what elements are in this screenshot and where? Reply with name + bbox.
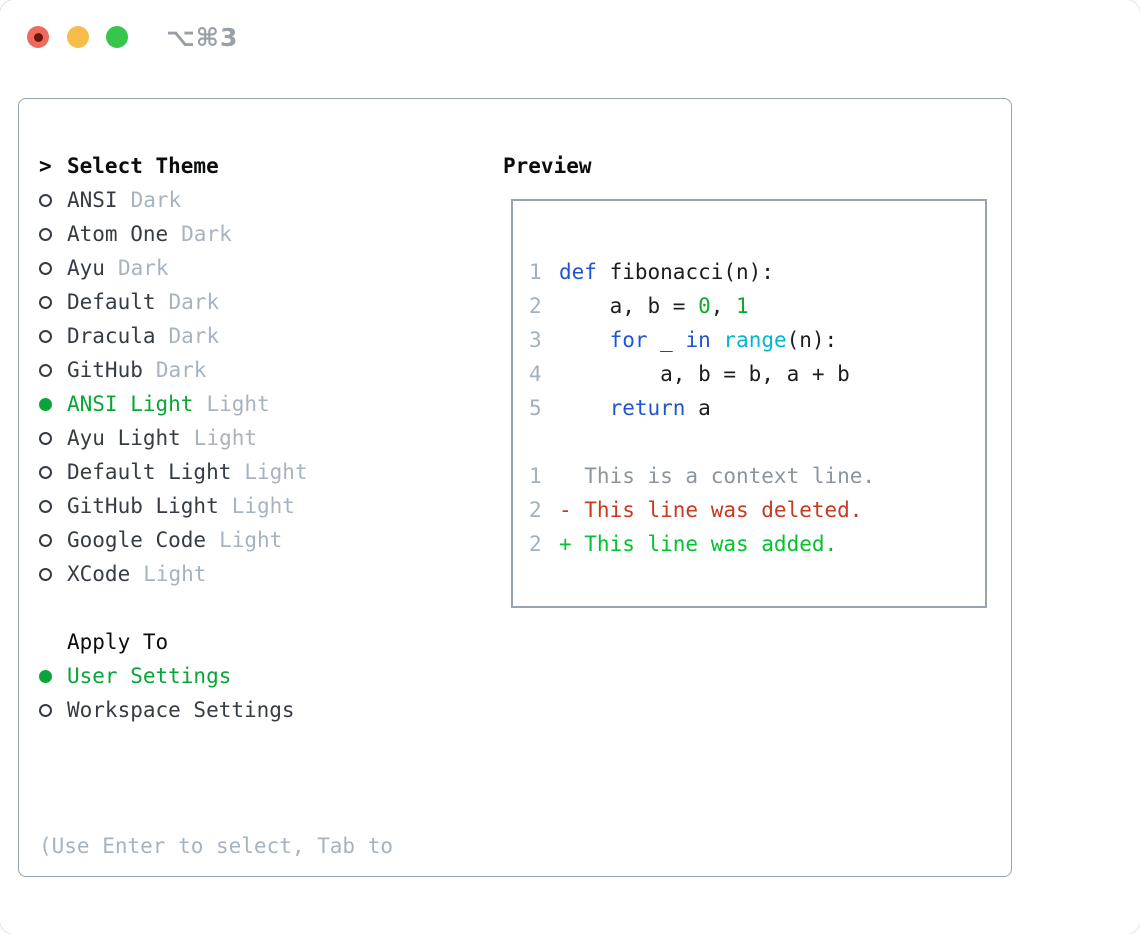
theme-variant-tag: Dark <box>130 188 182 212</box>
window-title: ⌥⌘3 <box>166 23 239 52</box>
radio-icon <box>39 227 67 241</box>
theme-item-default[interactable]: Default Dark <box>39 285 393 319</box>
apply-option-workspace-settings[interactable]: Workspace Settings <box>39 693 393 727</box>
theme-name: GitHub Light <box>67 494 219 518</box>
radio-icon <box>39 295 67 309</box>
radio-icon <box>39 261 67 275</box>
theme-variant-tag: Light <box>143 562 207 586</box>
radio-icon <box>39 669 67 683</box>
theme-name: ANSI Light <box>67 392 194 416</box>
theme-variant-tag: Light <box>206 392 270 416</box>
theme-variant-tag: Light <box>219 528 283 552</box>
minimize-button[interactable] <box>67 26 89 48</box>
apply-option-user-settings[interactable]: User Settings <box>39 659 393 693</box>
theme-item-atom-one[interactable]: Atom One Dark <box>39 217 393 251</box>
line-number: 3 <box>529 328 542 352</box>
theme-name: Ayu Light <box>67 426 181 450</box>
theme-name: Atom One <box>67 222 169 246</box>
theme-item-ayu[interactable]: Ayu Dark <box>39 251 393 285</box>
preview-line: 5 return a <box>529 391 985 425</box>
theme-variant-tag: Light <box>244 460 308 484</box>
line-number <box>529 425 559 459</box>
preview-title: Preview <box>503 154 592 178</box>
line-number: 4 <box>529 362 542 386</box>
help-text-line-1: (Use Enter to select, Tab to <box>39 834 394 858</box>
selection-prompt-icon: > <box>39 154 52 178</box>
radio-icon <box>39 703 67 717</box>
spacer <box>39 591 393 625</box>
theme-item-github-light[interactable]: GitHub Light Light <box>39 489 393 523</box>
theme-item-dracula[interactable]: Dracula Dark <box>39 319 393 353</box>
theme-name: Ayu <box>67 256 105 280</box>
radio-icon <box>39 567 67 581</box>
theme-item-xcode[interactable]: XCode Light <box>39 557 393 591</box>
apply-option-label: Workspace Settings <box>67 698 295 722</box>
theme-name: Default <box>67 290 156 314</box>
line-number: 2 <box>529 532 542 556</box>
theme-variant-tag: Dark <box>181 222 232 246</box>
line-number: 1 <box>529 260 542 284</box>
close-button[interactable] <box>27 26 49 48</box>
line-number: 1 <box>529 464 542 488</box>
radio-icon <box>39 329 67 343</box>
zoom-button[interactable] <box>106 26 128 48</box>
theme-variant-tag: Light <box>231 494 295 518</box>
theme-item-default-light[interactable]: Default Light Light <box>39 455 393 489</box>
preview-line: 2- This line was deleted. <box>529 493 985 527</box>
theme-name: GitHub <box>67 358 143 382</box>
theme-variant-tag: Dark <box>168 324 220 348</box>
radio-icon <box>39 363 67 377</box>
unsaved-dot-icon <box>33 32 43 42</box>
line-number: 2 <box>529 498 542 522</box>
theme-item-ansi[interactable]: ANSI Dark <box>39 183 393 217</box>
theme-item-ansi-light[interactable]: ANSI Light Light <box>39 387 393 421</box>
theme-name: XCode <box>67 562 131 586</box>
select-theme-header-row: > Select Theme <box>39 149 393 183</box>
theme-item-github[interactable]: GitHub Dark <box>39 353 393 387</box>
theme-variant-tag: Light <box>193 426 258 450</box>
theme-variant-tag: Dark <box>155 358 207 382</box>
apply-option-label: User Settings <box>67 664 232 688</box>
preview-line: 4 a, b = b, a + b <box>529 357 985 391</box>
titlebar: ⌥⌘3 <box>0 0 1140 98</box>
help-text: (Use Enter to select, Tab to change focu… <box>39 761 393 934</box>
line-number: 5 <box>529 396 542 420</box>
theme-item-google-code[interactable]: Google Code Light <box>39 523 393 557</box>
theme-variant-tag: Dark <box>117 256 169 280</box>
radio-icon <box>39 431 67 445</box>
preview-line: 1 This is a context line. <box>529 459 985 493</box>
preview-line: 2 a, b = 0, 1 <box>529 289 985 323</box>
line-number: 2 <box>529 294 542 318</box>
radio-icon <box>39 397 67 411</box>
theme-name: Google Code <box>67 528 207 552</box>
radio-icon <box>39 193 67 207</box>
apply-to-title: Apply To <box>67 630 169 654</box>
preview-line <box>529 425 985 459</box>
apply-to-header-row: Apply To <box>39 625 393 659</box>
theme-name: Default Light <box>67 460 232 484</box>
spacer <box>39 727 393 761</box>
radio-icon <box>39 533 67 547</box>
theme-variant-tag: Dark <box>168 290 220 314</box>
radio-icon <box>39 465 67 479</box>
theme-name: Dracula <box>67 324 156 348</box>
radio-icon <box>39 499 67 513</box>
select-theme-title: Select Theme <box>67 154 219 178</box>
preview-line: 2+ This line was added. <box>529 527 985 561</box>
theme-name: ANSI <box>67 188 118 212</box>
theme-item-ayu-light[interactable]: Ayu Light Light <box>39 421 393 455</box>
preview-line: 3 for _ in range(n): <box>529 323 985 357</box>
